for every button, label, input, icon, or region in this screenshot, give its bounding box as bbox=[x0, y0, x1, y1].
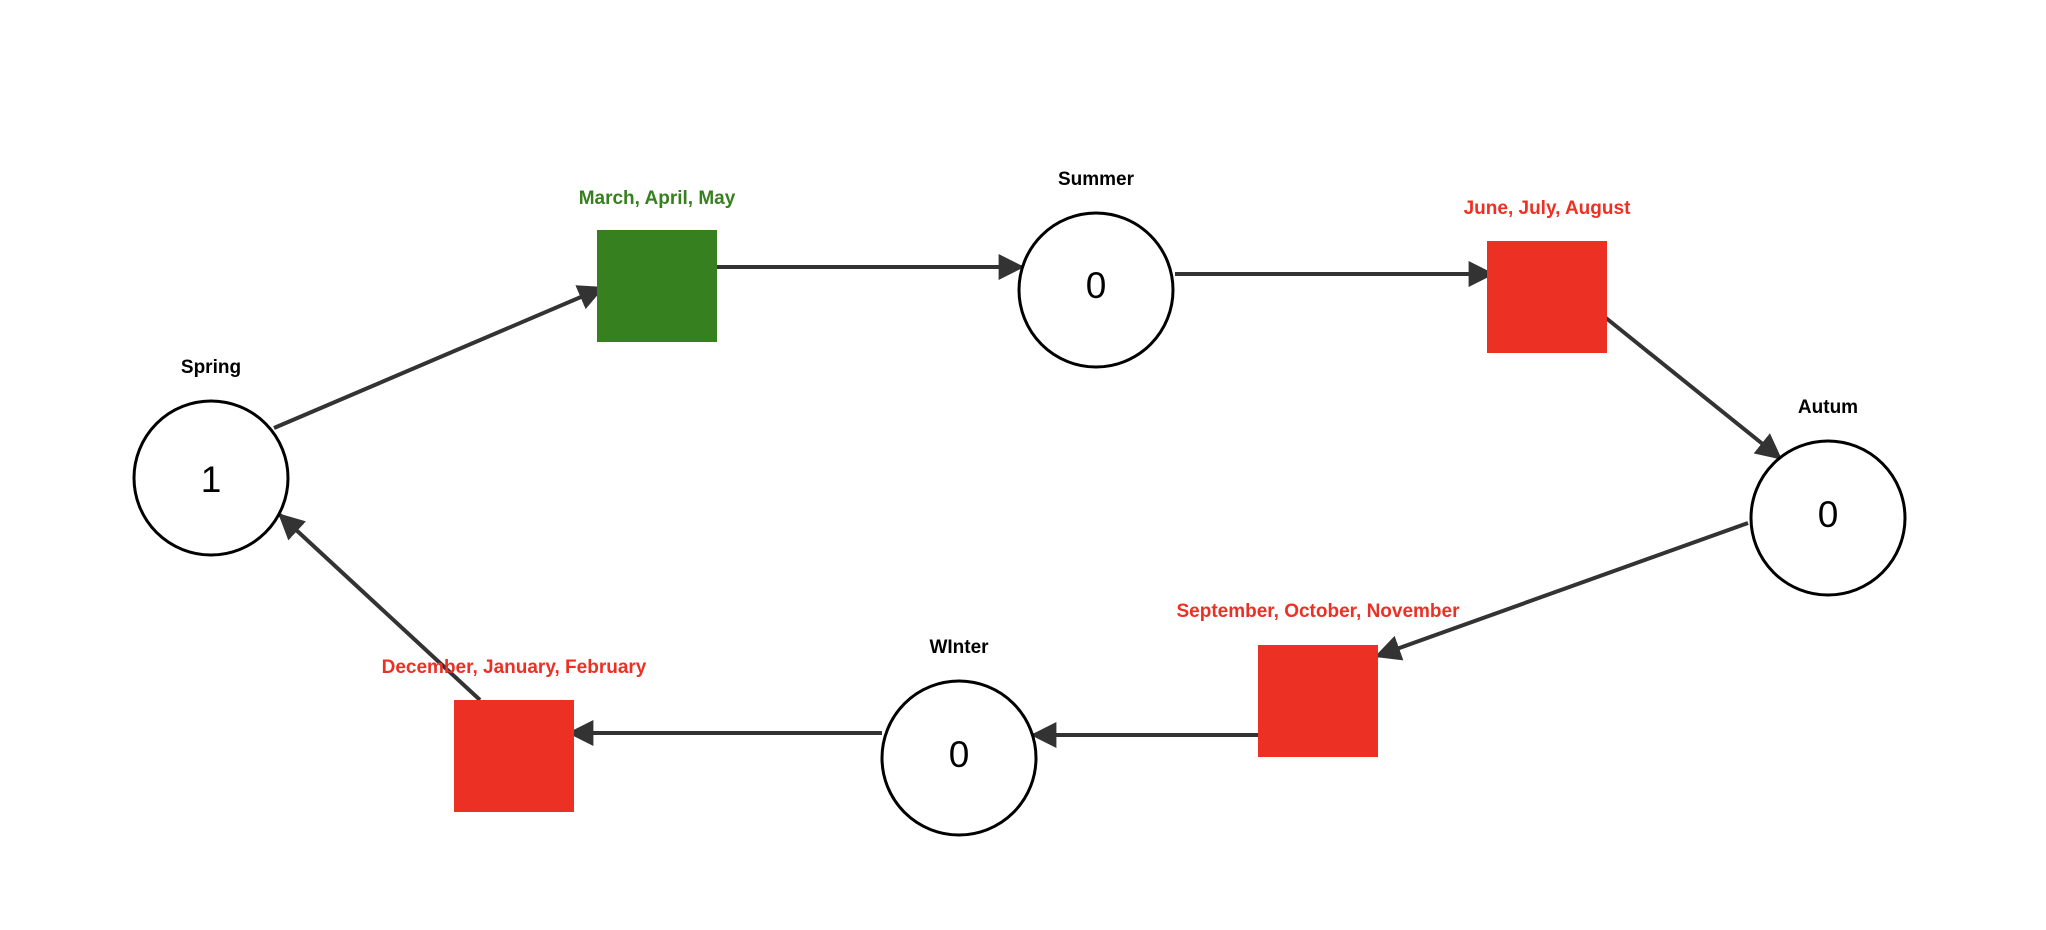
place-label: WInter bbox=[929, 637, 989, 658]
transition-box[interactable] bbox=[1258, 645, 1378, 757]
arc-spring-to-spring-months bbox=[273, 285, 605, 430]
place-circle[interactable] bbox=[1749, 439, 1907, 597]
transition-box[interactable] bbox=[454, 700, 574, 812]
token-count: 0 bbox=[949, 734, 970, 775]
transition-box[interactable] bbox=[597, 230, 717, 342]
transition-autumn-months[interactable]: September, October, November bbox=[1177, 601, 1461, 757]
arc-winter-months-to-spring bbox=[278, 513, 482, 702]
token-count: 0 bbox=[1818, 494, 1839, 535]
arc-autumn-to-autumn-months bbox=[1374, 521, 1749, 661]
place-circle[interactable] bbox=[1017, 211, 1175, 369]
place-label: Spring bbox=[181, 357, 241, 378]
place-label: Autum bbox=[1798, 397, 1858, 418]
transition-label: December, January, February bbox=[382, 657, 647, 678]
token-count: 1 bbox=[201, 459, 222, 500]
place-winter[interactable]: 0 WInter bbox=[880, 637, 1038, 837]
place-autumn[interactable]: 0 Autum bbox=[1749, 397, 1907, 597]
transition-box[interactable] bbox=[1487, 241, 1607, 353]
place-summer[interactable]: 0 Summer bbox=[1017, 169, 1175, 369]
place-circle[interactable] bbox=[132, 399, 290, 557]
transition-summer-months[interactable]: June, July, August bbox=[1464, 198, 1631, 353]
transition-label: June, July, August bbox=[1464, 198, 1631, 219]
transition-winter-months[interactable]: December, January, February bbox=[382, 657, 647, 812]
transition-label: March, April, May bbox=[579, 188, 736, 209]
arc-summer-months-to-autumn bbox=[1604, 316, 1783, 460]
place-circle[interactable] bbox=[880, 679, 1038, 837]
token-count: 0 bbox=[1086, 265, 1107, 306]
arcs bbox=[273, 254, 1783, 748]
transition-spring-months[interactable]: March, April, May bbox=[579, 188, 736, 342]
place-spring[interactable]: 1 Spring bbox=[132, 357, 290, 557]
transition-label: September, October, November bbox=[1177, 601, 1461, 622]
place-label: Summer bbox=[1058, 169, 1135, 190]
